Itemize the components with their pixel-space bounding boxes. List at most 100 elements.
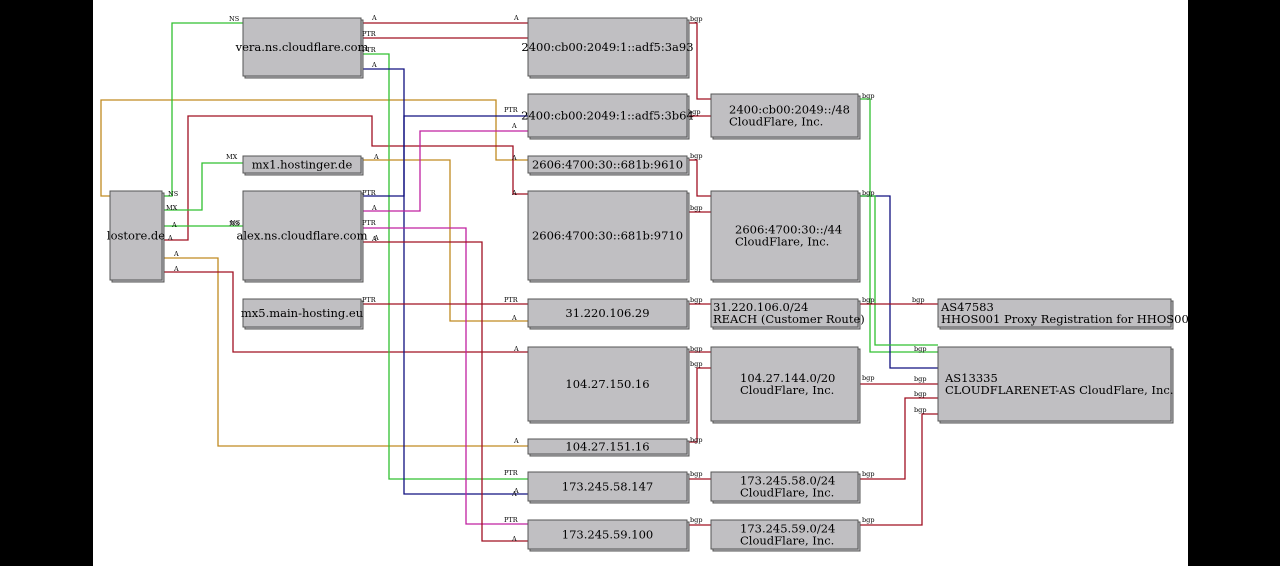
node-label: 2606:4700:30::681b:9710	[532, 229, 683, 243]
node-box	[242, 298, 362, 328]
edge-line	[687, 367, 711, 443]
node-label: 31.220.106.0/24	[713, 300, 808, 314]
diagram-canvas: lostore.de vera.ns.cloudflare.com mx1.host…	[93, 0, 1188, 566]
edge-label: bgp	[690, 436, 702, 444]
node-box	[710, 346, 859, 422]
edge-label: A	[511, 189, 517, 197]
node-mx5[interactable]: mx5.main-hosting.eu	[241, 298, 364, 330]
node-box	[527, 346, 688, 422]
node-label: HHOS001 Proxy Registration for HHOS001	[941, 312, 1188, 326]
edge-label: bgp	[862, 189, 874, 197]
node-ip31[interactable]: 31.220.106.29	[527, 298, 690, 330]
node-label: AS13335	[944, 371, 998, 385]
edge-line	[361, 227, 528, 525]
node-label: vera.ns.cloudflare.com	[235, 40, 369, 54]
node-box	[527, 471, 688, 502]
node-ip10415[interactable]: 104.27.151.16	[527, 438, 690, 457]
node-box	[937, 346, 1172, 422]
edge-label: bgp	[914, 406, 926, 414]
edge-label: PTR	[362, 219, 377, 227]
edge-label: bgp	[690, 15, 702, 23]
edge-label: bgp	[912, 296, 924, 304]
node-label: CloudFlare, Inc.	[740, 383, 834, 397]
node-ip173147[interactable]: 173.245.58.147	[527, 471, 690, 504]
node-lostore[interactable]: lostore.de	[107, 190, 165, 283]
node-label: 31.220.106.29	[565, 306, 649, 320]
edge-label: MX	[166, 204, 178, 212]
node-label: 2400:cb00:2049:1::adf5:3a93	[521, 40, 693, 54]
node-alex[interactable]: alex.ns.cloudflare.com	[236, 190, 368, 283]
node-box	[710, 519, 859, 550]
edge-label: A	[371, 61, 377, 69]
dns-graph: lostore.de vera.ns.cloudflare.com mx1.host…	[100, 14, 1188, 552]
edge-label: bgp	[690, 360, 702, 368]
node-box	[527, 519, 688, 550]
edge-label: bgp	[862, 92, 874, 100]
node-label: alex.ns.cloudflare.com	[236, 229, 367, 243]
edge-line	[361, 53, 528, 480]
edge-label: bgp	[914, 375, 926, 383]
edge-label: PTR	[362, 189, 377, 197]
node-box	[242, 17, 362, 77]
node-ip3b64[interactable]: 2400:cb00:2049:1::adf5:3b64	[521, 93, 694, 140]
edge-line	[858, 413, 938, 526]
edge-label: PTR	[504, 296, 519, 304]
edge-label: bgp	[690, 345, 702, 353]
node-label: CloudFlare, Inc.	[735, 235, 829, 249]
edge-line	[162, 271, 528, 353]
edge-label: A	[511, 314, 517, 322]
node-box	[527, 17, 688, 77]
node-label: 173.245.58.147	[562, 480, 653, 494]
node-label: 2400:cb00:2049::/48	[729, 103, 850, 117]
edge-line	[361, 68, 528, 495]
edge-label: bgp	[914, 345, 926, 353]
edge-line	[687, 159, 711, 197]
edge-label: bgp	[688, 108, 700, 116]
node-label: 104.27.150.16	[565, 377, 649, 391]
node-label: 173.245.58.0/24	[740, 474, 835, 488]
edge-label: A	[167, 234, 173, 242]
node-label: REACH (Customer Route)	[713, 312, 865, 326]
edge-label: A	[511, 154, 517, 162]
node-mx1[interactable]: mx1.hostinger.de	[242, 155, 364, 176]
edge-label: A	[371, 14, 377, 22]
node-box	[710, 190, 859, 281]
edge-line	[100, 99, 528, 197]
edge-label: A	[513, 345, 519, 353]
node-box	[242, 155, 362, 174]
edge-label: A	[173, 250, 179, 258]
node-label: 104.27.144.0/20	[740, 371, 835, 385]
node-ip3a93[interactable]: 2400:cb00:2049:1::adf5:3a93	[521, 17, 694, 79]
node-label: AS47583	[940, 300, 994, 314]
edge-label: A	[373, 153, 379, 161]
edge-label: bgp	[690, 516, 702, 524]
edge-label: A	[511, 122, 517, 130]
node-box	[527, 438, 688, 455]
node-vera[interactable]: vera.ns.cloudflare.com	[235, 17, 369, 79]
edge-label: A	[373, 234, 379, 242]
node-label: mx5.main-hosting.eu	[241, 306, 363, 320]
edge-label: A	[511, 490, 517, 498]
node-ip10416[interactable]: 104.27.150.16	[527, 346, 690, 424]
edge-label: PTR	[362, 30, 377, 38]
node-ip9610[interactable]: 2606:4700:30::681b:9610	[527, 155, 690, 176]
node-ip9710[interactable]: 2606:4700:30::681b:9710	[527, 190, 690, 283]
edge-label-layer: NSMXNSAAAANSAPTRAAPTRMXANSPTRAPTRAAPTRPT…	[166, 14, 926, 543]
node-ip173100[interactable]: 173.245.59.100	[527, 519, 690, 552]
node-label: 2606:4700:30::681b:9610	[532, 158, 683, 172]
edge-label: A	[513, 487, 519, 495]
edge-label: NS	[229, 220, 239, 228]
edge-label: bgp	[914, 390, 926, 398]
node-box	[937, 298, 1172, 328]
edge-label: bgp	[690, 470, 702, 478]
edge-label: bgp	[690, 152, 702, 160]
node-label: CLOUDFLARENET-AS CloudFlare, Inc.	[945, 383, 1173, 397]
